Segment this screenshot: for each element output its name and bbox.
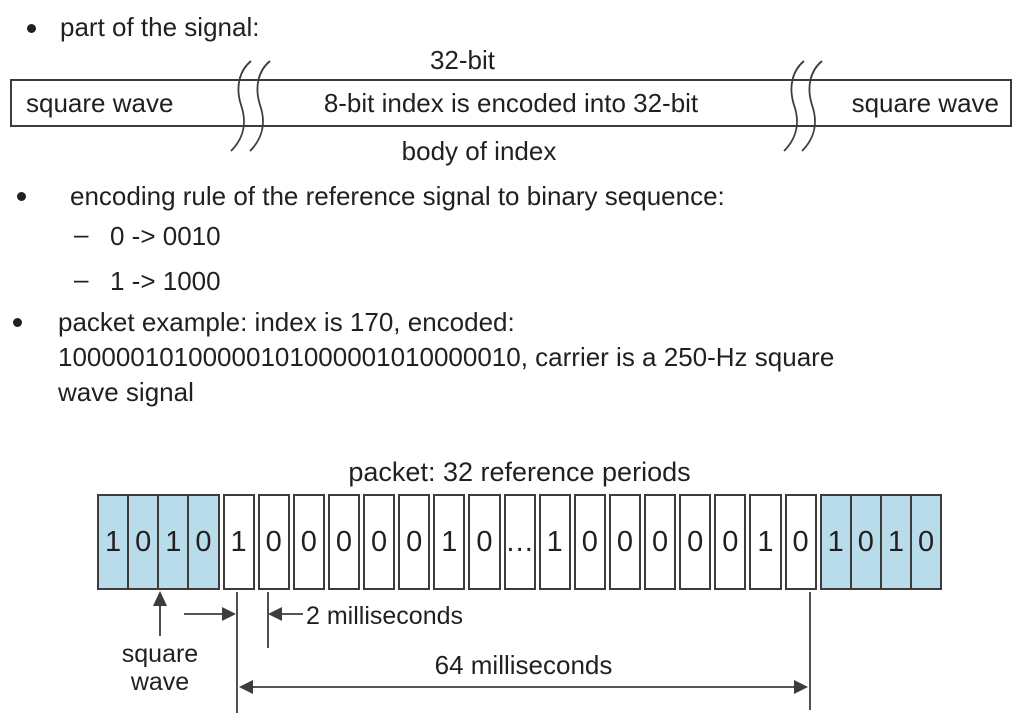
packet-cell: 0 (187, 494, 220, 590)
square-wave-label-line1: square (121, 640, 199, 668)
packet-cell: 0 (714, 494, 747, 590)
bar-middle-segment: 8-bit index is encoded into 32-bit (323, 88, 699, 118)
sub-bullet-dash: – (74, 264, 89, 294)
packet-cell: 0 (679, 494, 712, 590)
packet-cell: 1 (879, 494, 912, 590)
packet-cell: 0 (257, 494, 290, 590)
packet-cell: 0 (644, 494, 677, 590)
packet-cell: 0 (398, 494, 431, 590)
packet-cell: 0 (608, 494, 641, 590)
packet-cell: 0 (784, 494, 817, 590)
bullet3-text: packet example: index is 170, encoded: 1… (58, 305, 834, 410)
packet-cell: 1 (749, 494, 782, 590)
bar-right-segment: square wave (851, 88, 999, 118)
packet-cell: 0 (363, 494, 396, 590)
bullet-dot (13, 318, 22, 327)
total-duration-label: 64 milliseconds (434, 650, 613, 680)
packet-title: packet: 32 reference periods (348, 457, 691, 487)
bar-left-segment: square wave (26, 88, 174, 118)
encoding-rule-0: 0 -> 0010 (110, 221, 221, 251)
signal-bar: square wave 8-bit index is encoded into … (10, 79, 1012, 127)
packet-cell: 0 (292, 494, 325, 590)
bar-bottom-label: body of index (401, 136, 557, 166)
bar-top-label: 32-bit (429, 45, 496, 75)
square-wave-label: square wave (95, 640, 225, 696)
packet-cell: 1 (222, 494, 255, 590)
bullet3-line1: packet example: index is 170, encoded: (58, 307, 515, 337)
packet-cell: 0 (910, 494, 943, 590)
packet-cell: 0 (468, 494, 501, 590)
packet-cell: 1 (157, 494, 190, 590)
square-wave-label-line2: wave (130, 668, 190, 696)
bullet1-text: part of the signal: (60, 12, 260, 42)
packet-cell: 1 (819, 494, 852, 590)
bullet3-line3: wave signal (58, 377, 194, 407)
packet-cell: 1 (433, 494, 466, 590)
packet-cell: 0 (849, 494, 882, 590)
packet-cell: 1 (97, 494, 130, 590)
packet-cell: 0 (127, 494, 160, 590)
bullet3-line2: 10000010100000101000001010000010, carrie… (58, 342, 835, 372)
packet-cell: 0 (327, 494, 360, 590)
encoding-rule-1: 1 -> 1000 (110, 266, 221, 296)
bullet2-text: encoding rule of the reference signal to… (70, 181, 725, 211)
packet-cell: … (503, 494, 536, 590)
bullet-dot (17, 192, 26, 201)
period-label: 2 milliseconds (306, 602, 464, 630)
packet-cell: 0 (573, 494, 606, 590)
packet-cell: 1 (538, 494, 571, 590)
bullet-dot (27, 24, 36, 33)
sub-bullet-dash: – (74, 219, 89, 249)
